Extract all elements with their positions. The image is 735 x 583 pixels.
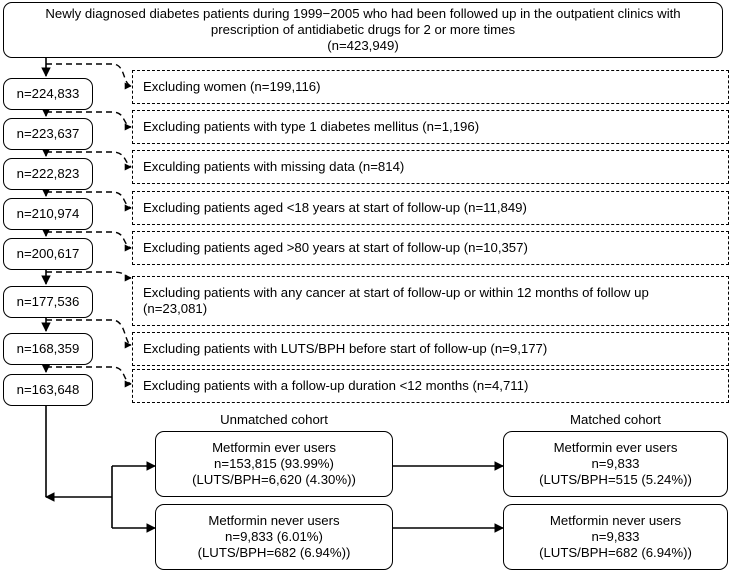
count-box-3: n=222,823 xyxy=(3,158,93,190)
exclusion-box-1: Excluding women (n=199,116) xyxy=(132,70,729,104)
exclusion-box-6: Excluding patients with any cancer at st… xyxy=(132,276,729,326)
cohort-text: Metformin never users n=9,833 (6.01%) (L… xyxy=(156,513,392,561)
count-box-1: n=224,833 xyxy=(3,78,93,110)
cohort-text: Metformin ever users n=9,833 (LUTS/BPH=5… xyxy=(504,440,727,488)
count-label: n=177,536 xyxy=(16,293,80,309)
cohort-box-matched-never: Metformin never users n=9,833 (LUTS/BPH=… xyxy=(503,504,728,570)
title-box: Newly diagnosed diabetes patients during… xyxy=(3,2,723,58)
exclusion-text: Excluding patients with any cancer at st… xyxy=(133,285,728,317)
cohort-line-1: Metformin never users xyxy=(208,512,340,528)
cohort-line-1: Metformin ever users xyxy=(212,439,336,455)
title-line-1: Newly diagnosed diabetes patients during… xyxy=(45,5,681,21)
title-text: Newly diagnosed diabetes patients during… xyxy=(14,6,712,54)
count-label: n=224,833 xyxy=(16,85,80,101)
exclusion-text: Exculding patients with missing data (n=… xyxy=(133,159,728,175)
exclusion-box-2: Excluding patients with type 1 diabetes … xyxy=(132,110,729,144)
count-label: n=210,974 xyxy=(16,205,80,221)
exclusion-line-1: Excluding patients with any cancer at st… xyxy=(143,284,649,300)
count-label: n=168,359 xyxy=(16,340,80,356)
exclusion-box-8: Excluding patients with a follow-up dura… xyxy=(132,369,729,403)
count-box-5: n=200,617 xyxy=(3,238,93,270)
cohort-line-3: (LUTS/BPH=682 (6.94%)) xyxy=(197,545,351,561)
count-box-7: n=168,359 xyxy=(3,333,93,365)
count-box-8: n=163,648 xyxy=(3,374,93,406)
exclusion-line-1: Excluding women (n=199,116) xyxy=(143,78,321,94)
exclusion-text: Excluding patients with a follow-up dura… xyxy=(133,378,728,394)
cohort-line-3: (LUTS/BPH=515 (5.24%)) xyxy=(539,472,692,488)
exclusion-box-3: Exculding patients with missing data (n=… xyxy=(132,150,729,184)
exclusion-text: Excluding patients aged <18 years at sta… xyxy=(133,200,728,216)
exclusion-text: Excluding women (n=199,116) xyxy=(133,79,728,95)
exclusion-text: Excluding patients with LUTS/BPH before … xyxy=(133,341,728,357)
cohort-text: Metformin never users n=9,833 (LUTS/BPH=… xyxy=(504,513,727,561)
exclusion-box-7: Excluding patients with LUTS/BPH before … xyxy=(132,332,729,366)
unmatched-cohort-label: Unmatched cohort xyxy=(220,412,328,427)
exclusion-text: Excluding patients aged >80 years at sta… xyxy=(133,240,728,256)
cohort-line-2: n=9,833 (6.01%) xyxy=(225,528,323,544)
count-box-4: n=210,974 xyxy=(3,198,93,230)
cohort-line-1: Metformin ever users xyxy=(553,439,678,455)
exclusion-text: Excluding patients with type 1 diabetes … xyxy=(133,119,728,135)
title-line-3: (n=423,949) xyxy=(327,38,399,54)
matched-cohort-label: Matched cohort xyxy=(570,412,661,427)
exclusion-box-4: Excluding patients aged <18 years at sta… xyxy=(132,191,729,225)
count-label: n=223,637 xyxy=(16,125,80,141)
exclusion-line-1: Excluding patients aged >80 years at sta… xyxy=(143,239,528,255)
cohort-line-2: n=9,833 xyxy=(591,528,640,544)
cohort-line-2: n=9,833 xyxy=(591,455,640,471)
cohort-line-1: Metformin never users xyxy=(549,512,682,528)
cohort-line-3: (LUTS/BPH=6,620 (4.30%)) xyxy=(192,472,356,488)
exclusion-line-1: Excluding patients with a follow-up dura… xyxy=(143,377,529,393)
exclusion-line-1: Excluding patients aged <18 years at sta… xyxy=(143,199,527,215)
exclusion-line-1: Excluding patients with LUTS/BPH before … xyxy=(143,340,548,356)
cohort-box-unmatched-ever: Metformin ever users n=153,815 (93.99%) … xyxy=(155,431,393,497)
cohort-box-matched-ever: Metformin ever users n=9,833 (LUTS/BPH=5… xyxy=(503,431,728,497)
count-label: n=163,648 xyxy=(16,381,80,397)
exclusion-line-2: (n=23,081) xyxy=(143,301,208,316)
count-label: n=222,823 xyxy=(16,165,80,181)
cohort-line-2: n=153,815 (93.99%) xyxy=(214,455,334,471)
count-box-6: n=177,536 xyxy=(3,286,93,318)
exclusion-box-5: Excluding patients aged >80 years at sta… xyxy=(132,231,729,265)
count-label: n=200,617 xyxy=(16,245,80,261)
cohort-line-3: (LUTS/BPH=682 (6.94%)) xyxy=(539,545,692,561)
title-line-2: prescription of antidiabetic drugs for 2… xyxy=(210,21,516,37)
exclusion-line-1: Excluding patients with type 1 diabetes … xyxy=(143,118,480,134)
cohort-box-unmatched-never: Metformin never users n=9,833 (6.01%) (L… xyxy=(155,504,393,570)
exclusion-line-1: Exculding patients with missing data (n=… xyxy=(143,158,405,174)
count-box-2: n=223,637 xyxy=(3,118,93,150)
cohort-text: Metformin ever users n=153,815 (93.99%) … xyxy=(156,440,392,488)
